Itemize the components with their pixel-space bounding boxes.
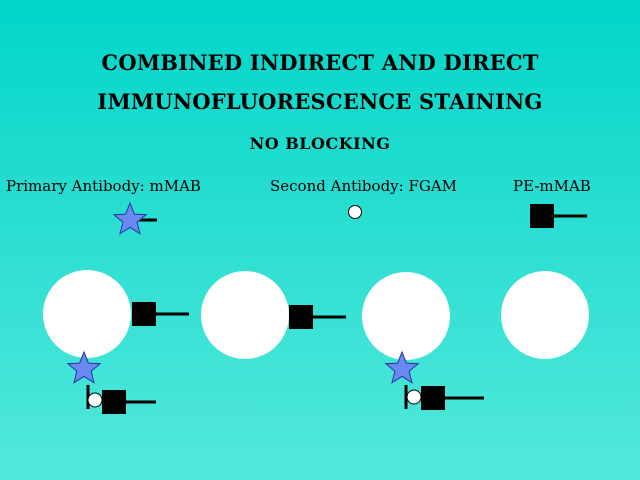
legend-second-antibody-symbol bbox=[348, 205, 362, 219]
legend-pe-mmab-label: PE-mMAB bbox=[513, 177, 591, 195]
legend-primary-antibody-symbol bbox=[112, 201, 157, 235]
title-line-1: COMBINED INDIRECT AND DIRECT bbox=[101, 50, 539, 75]
legend-second-antibody-label: Second Antibody: FGAM bbox=[270, 177, 458, 195]
star-icon bbox=[384, 350, 420, 384]
legend-pe-mmab-symbol bbox=[530, 204, 587, 228]
cell-1-primary-secondary-complex bbox=[66, 350, 156, 414]
star-icon bbox=[66, 350, 102, 384]
cell-2 bbox=[201, 271, 346, 359]
cell-3-primary-secondary-complex bbox=[384, 350, 484, 410]
cell-3 bbox=[362, 272, 484, 410]
subtitle: NO BLOCKING bbox=[249, 134, 391, 153]
cell-1-pe-mmab bbox=[132, 302, 189, 326]
title-line-2: IMMUNOFLUORESCENCE STAINING bbox=[97, 89, 543, 114]
cell-2-pe-mmab bbox=[289, 305, 346, 329]
star-icon bbox=[112, 201, 148, 235]
cell-1 bbox=[43, 270, 189, 414]
cell-4 bbox=[501, 271, 589, 359]
legend-primary-antibody-label: Primary Antibody: mMAB bbox=[6, 177, 201, 195]
